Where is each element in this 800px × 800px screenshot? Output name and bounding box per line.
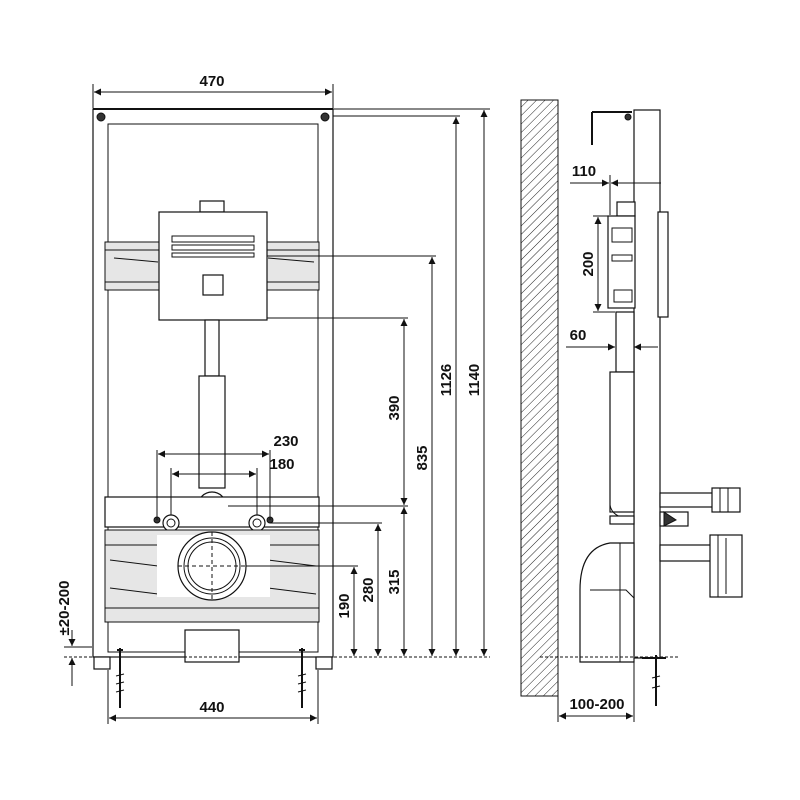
frame-legs <box>93 648 333 708</box>
dim-label-230: 230 <box>273 433 298 450</box>
dim-835: 835 <box>414 257 436 656</box>
dim-side-110: 110 <box>570 163 661 215</box>
dim-315: 315 <box>386 507 408 656</box>
dim-440: 440 <box>107 670 319 724</box>
dim-280: 280 <box>360 524 382 656</box>
dim-230: 230 <box>156 433 299 520</box>
dim-leg-adjust: ±20-200 <box>56 581 92 686</box>
side-bend <box>579 542 635 663</box>
dim-label-470: 470 <box>199 73 224 90</box>
dim-label-180: 180 <box>269 456 294 473</box>
dim-390: 390 <box>386 319 408 505</box>
dim-label-440: 440 <box>199 699 224 716</box>
dim-label-390: 390 <box>386 395 403 420</box>
dim-470: 470 <box>92 73 334 108</box>
wall-bracket <box>591 111 632 145</box>
dim-side-60: 60 <box>566 327 658 351</box>
side-flush-pipe <box>609 311 635 521</box>
dim-label-1126: 1126 <box>438 364 455 397</box>
dim-label-side-60: 60 <box>570 327 587 344</box>
dim-label-315: 315 <box>386 569 403 594</box>
dim-label-835: 835 <box>414 445 431 470</box>
side-view: 110 200 60 100-200 <box>520 99 743 722</box>
wall-hatch <box>520 99 559 697</box>
dim-label-side-110: 110 <box>572 163 596 180</box>
dim-side-200: 200 <box>580 215 615 313</box>
side-frame <box>633 109 661 659</box>
cistern-box <box>158 200 268 321</box>
lower-bracket <box>104 496 320 532</box>
dim-label-1140: 1140 <box>466 364 483 397</box>
side-connectors <box>609 487 743 598</box>
dim-side-gap: 100-200 <box>557 660 635 722</box>
dim-190: 190 <box>336 567 358 656</box>
dim-label-side-200: 200 <box>580 251 597 276</box>
dim-label-leg-adjust: ±20-200 <box>56 581 73 636</box>
side-cistern <box>607 201 636 309</box>
dim-label-280: 280 <box>360 577 377 602</box>
front-view: 470 440 230 180 <box>56 73 490 724</box>
dim-1126: 1126 <box>438 117 460 656</box>
dim-label-190: 190 <box>336 593 353 618</box>
dim-label-side-gap: 100-200 <box>569 696 624 713</box>
dim-180: 180 <box>170 456 295 515</box>
dim-1140: 1140 <box>466 110 488 656</box>
